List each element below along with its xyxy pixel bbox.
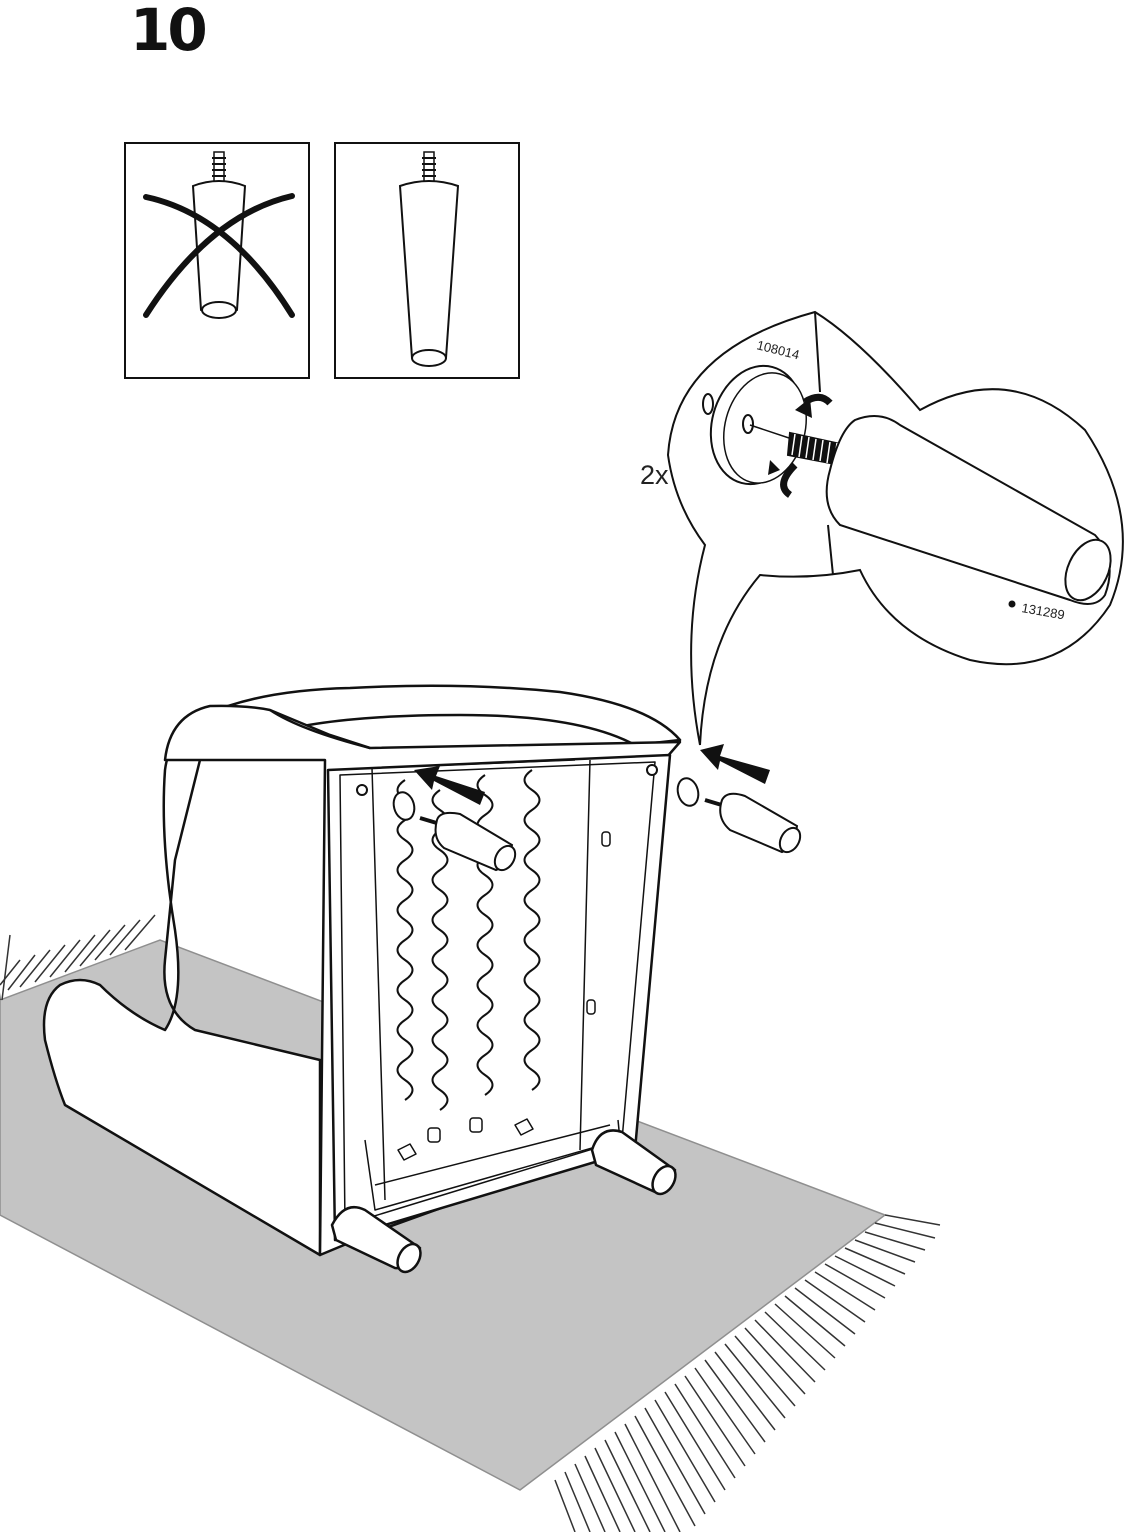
wrong-orientation-panel bbox=[125, 143, 309, 378]
leg-mounting-right bbox=[647, 765, 804, 856]
detail-callout bbox=[668, 312, 1123, 745]
quantity-label: 2x bbox=[640, 460, 669, 490]
bullet-dot bbox=[1009, 601, 1016, 608]
correct-orientation-panel bbox=[335, 143, 519, 378]
